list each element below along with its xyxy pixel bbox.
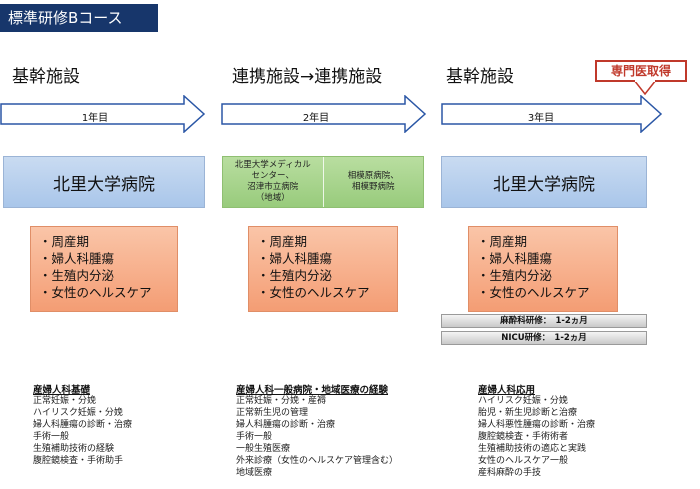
column-3-header: 基幹施設 (446, 67, 514, 87)
list-item: 正常妊娠・分娩・産褥 (236, 396, 327, 406)
list-item: 生殖補助技術の適応と実践 (478, 444, 587, 454)
hospital-1: 北里大学病院 (3, 156, 205, 208)
list-item: 外来診療（女性のヘルスケア管理含む） (236, 456, 399, 466)
hospital-3: 北里大学病院 (441, 156, 647, 208)
topic-item: ・女性のヘルスケア (477, 285, 590, 300)
list-item: 産科麻酔の手技 (478, 468, 542, 478)
list-item: 手術一般 (33, 432, 70, 442)
topic-item: ・生殖内分泌 (477, 268, 553, 283)
topic-item: ・生殖内分泌 (257, 268, 333, 283)
year-2-arrow-icon (221, 95, 427, 133)
topics-box-3: ・周産期 ・婦人科腫瘍 ・生殖内分泌 ・女性のヘルスケア (468, 226, 618, 312)
list-item: ハイリスク妊娠・分娩 (33, 408, 123, 418)
list-item: 婦人科腫瘍の診断・治療 (33, 420, 133, 430)
list-2: 正常妊娠・分娩・産褥 正常新生児の管理 婦人科腫瘍の診断・治療 手術一般 一般生… (236, 395, 398, 479)
column-2-header: 連携施設→連携施設 (232, 67, 383, 87)
list-3: ハイリスク妊娠・分娩 胎児・新生児診断と治療 婦人科悪性腫瘍の診断・治療 腹腔鏡… (478, 395, 595, 479)
list-item: 生殖補助技術の経験 (33, 444, 115, 454)
hospital-2: 北里大学メディカル センター、 沼津市立病院 （地域） 相模原病院、 相模野病院 (222, 156, 424, 208)
topic-item: ・婦人科腫瘍 (257, 251, 333, 266)
list-item: 胎児・新生児診断と治療 (478, 408, 578, 418)
topic-item: ・婦人科腫瘍 (39, 251, 115, 266)
list-item: 正常新生児の管理 (236, 408, 309, 418)
year-3-label: 3年目 (527, 113, 555, 124)
hospital-2-divider (322, 157, 324, 207)
list-item: 正常妊娠・分娩 (33, 396, 97, 406)
topic-item: ・周産期 (257, 234, 308, 249)
topic-item: ・婦人科腫瘍 (477, 251, 553, 266)
list-item: 腹腔鏡検査・手術助手 (33, 456, 124, 466)
nicu-rotation-bar: NICU研修： 1-2ヵ月 (441, 331, 647, 345)
list-1: 正常妊娠・分娩 ハイリスク妊娠・分娩 婦人科腫瘍の診断・治療 手術一般 生殖補助… (33, 395, 132, 467)
list-item: 婦人科腫瘍の診断・治療 (236, 420, 336, 430)
topics-box-2: ・周産期 ・婦人科腫瘍 ・生殖内分泌 ・女性のヘルスケア (248, 226, 398, 312)
list-item: 一般生殖医療 (236, 444, 291, 454)
topic-item: ・生殖内分泌 (39, 268, 115, 283)
topic-item: ・女性のヘルスケア (257, 285, 370, 300)
list-3-title: 産婦人科応用 (478, 385, 536, 396)
page-title: 標準研修Bコース (0, 4, 158, 32)
topic-item: ・女性のヘルスケア (39, 285, 152, 300)
topic-item: ・周産期 (477, 234, 528, 249)
year-1-arrow-icon (0, 95, 206, 133)
year-1-label: 1年目 (81, 113, 109, 124)
list-item: 地域医療 (236, 468, 273, 478)
list-item: 女性のヘルスケア一般 (478, 456, 569, 466)
list-item: 手術一般 (236, 432, 273, 442)
hospital-3-name: 北里大学病院 (493, 174, 595, 195)
badge-pointer-icon (633, 80, 657, 96)
year-3-arrow-icon (441, 95, 663, 133)
list-item: 婦人科悪性腫瘍の診断・治療 (478, 420, 596, 430)
list-item: ハイリスク妊娠・分娩 (478, 396, 568, 406)
anesthesia-rotation-bar: 麻酔科研修： 1-2ヵ月 (441, 314, 647, 328)
topics-box-1: ・周産期 ・婦人科腫瘍 ・生殖内分泌 ・女性のヘルスケア (30, 226, 178, 312)
column-1-header: 基幹施設 (12, 67, 80, 87)
specialist-badge: 専門医取得 (595, 60, 687, 82)
list-2-title: 産婦人科一般病院・地域医療の経験 (236, 385, 389, 396)
list-1-title: 産婦人科基礎 (33, 385, 91, 396)
hospital-2-right: 相模原病院、 相模野病院 (347, 171, 399, 192)
hospital-2-left: 北里大学メディカル センター、 沼津市立病院 （地域） (234, 160, 311, 203)
year-2-label: 2年目 (302, 113, 330, 124)
list-item: 腹腔鏡検査・手術術者 (478, 432, 569, 442)
topic-item: ・周産期 (39, 234, 90, 249)
hospital-1-name: 北里大学病院 (53, 174, 155, 195)
